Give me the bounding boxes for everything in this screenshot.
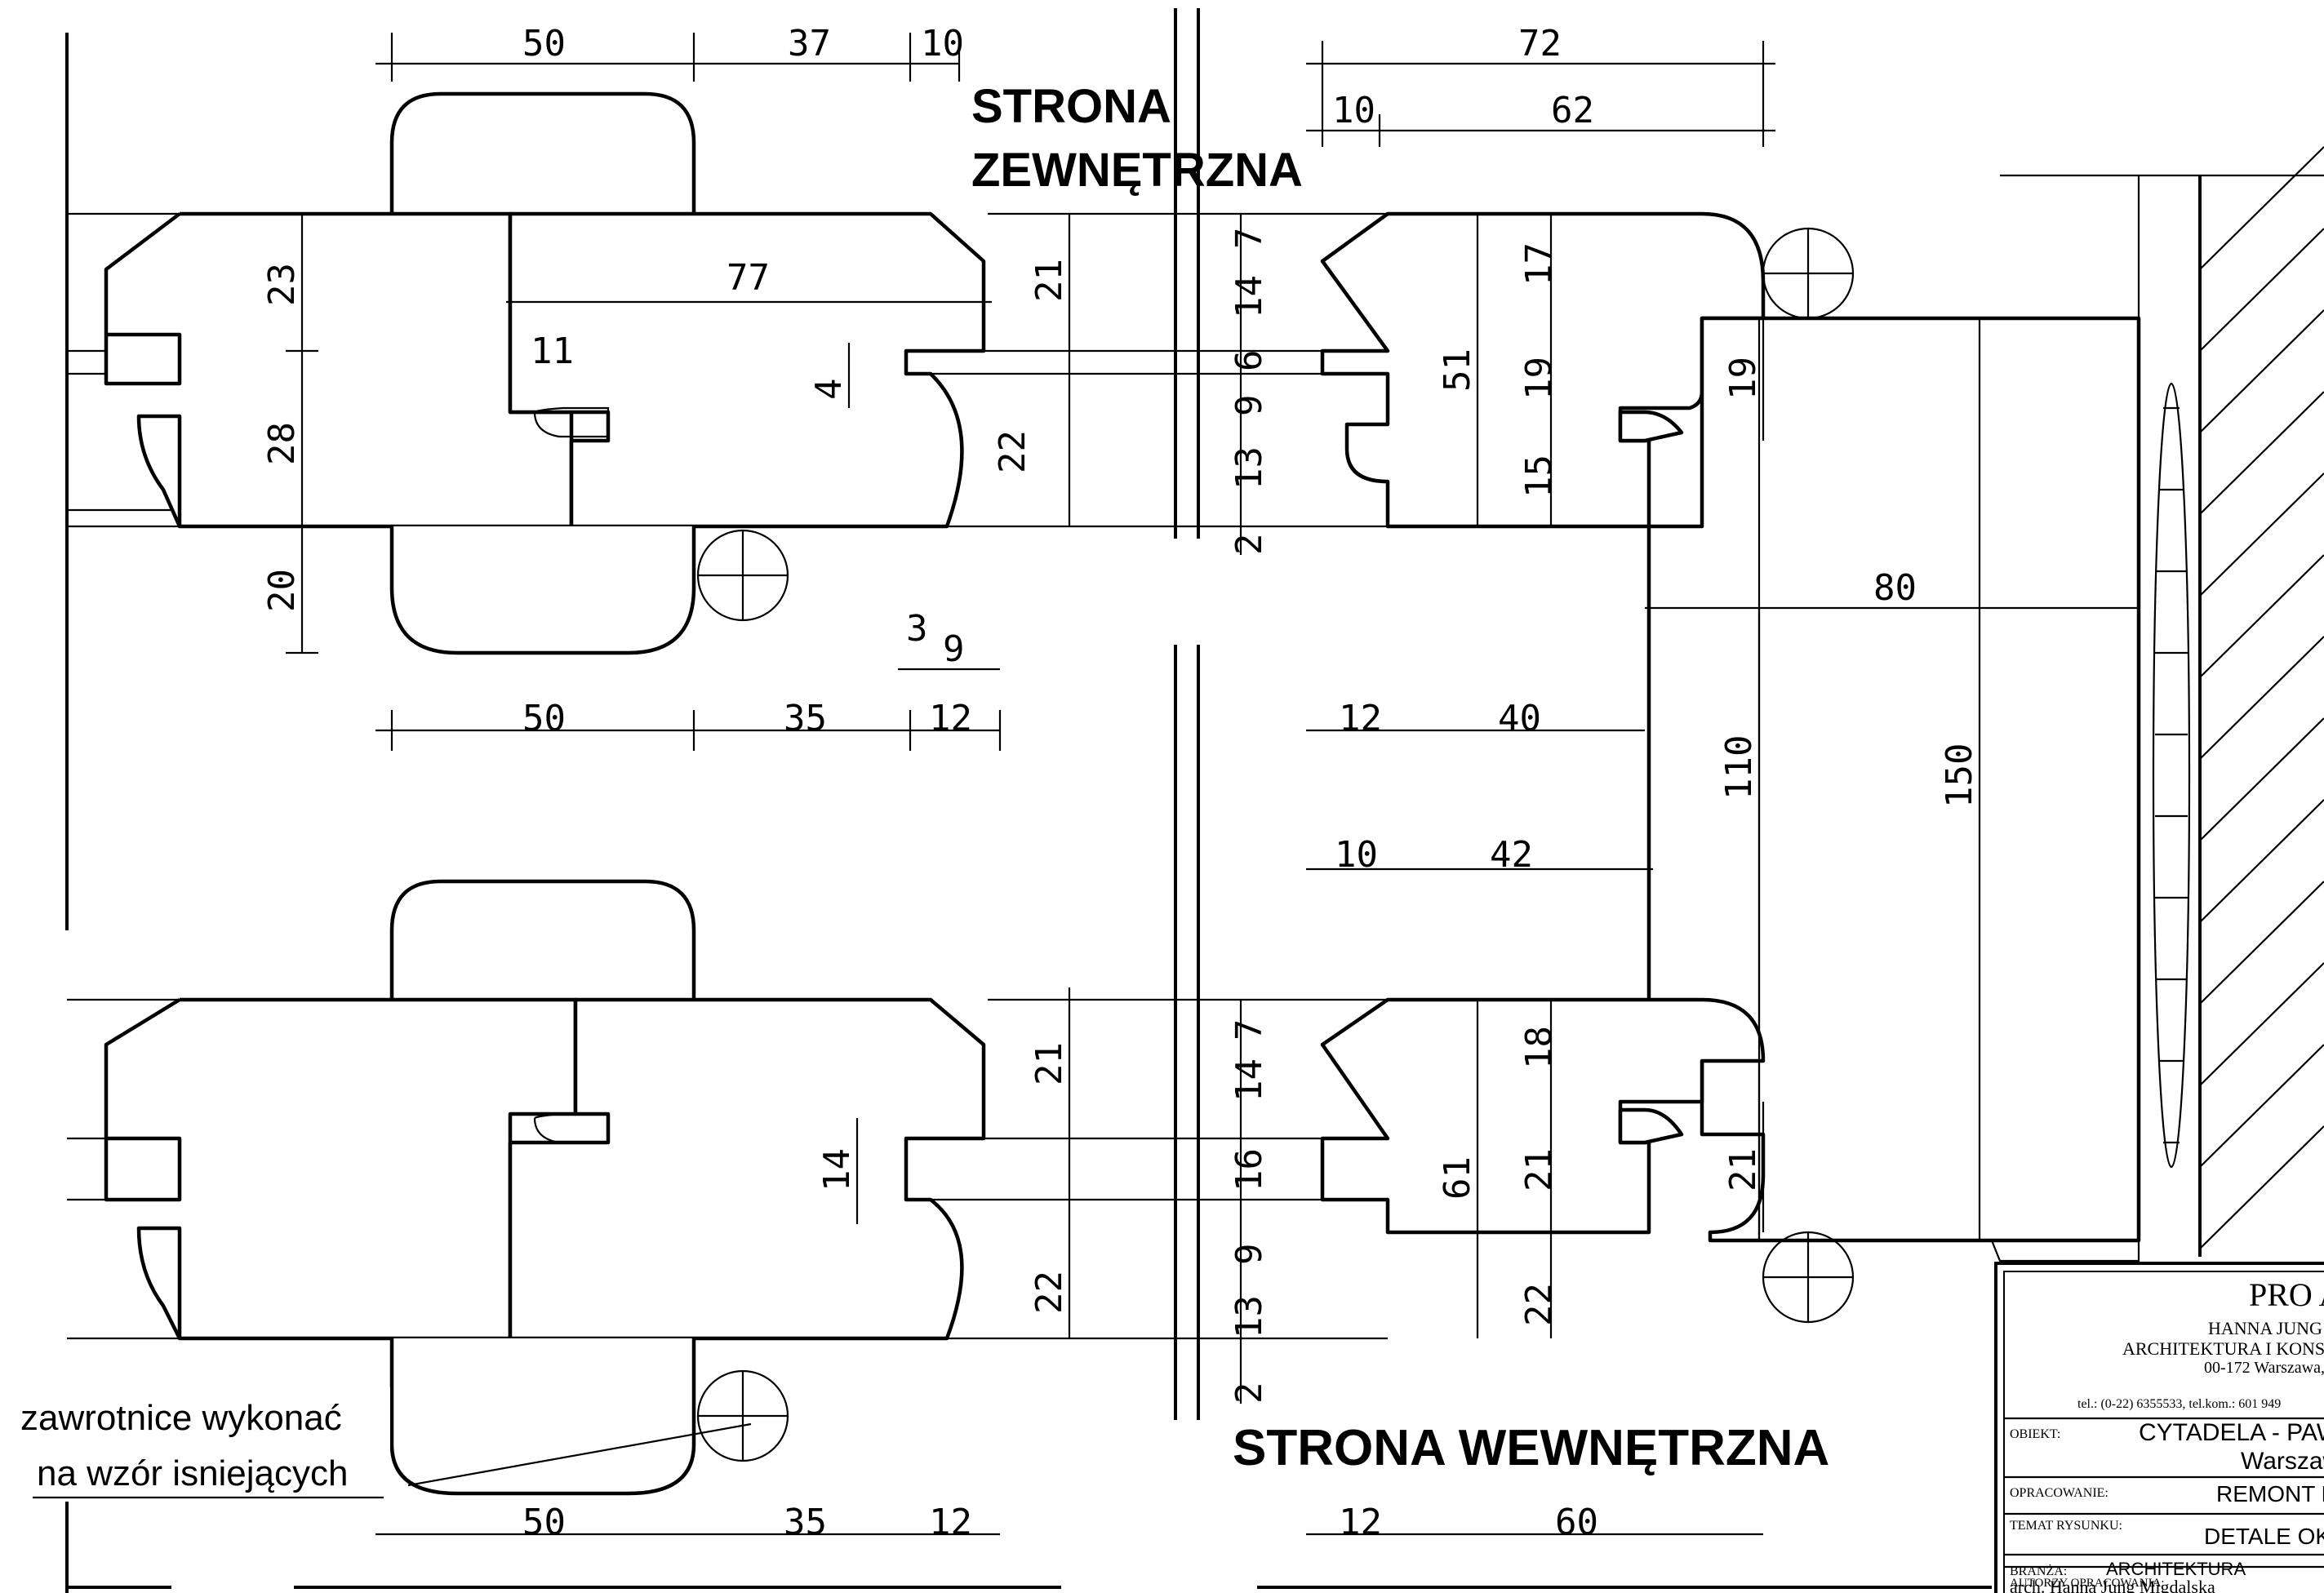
dim-12: 12 xyxy=(929,698,972,739)
dim-62: 62 xyxy=(1551,90,1594,131)
tb-autorzy-label: AUTORZY OPRACOWANIA: xyxy=(2010,1577,2165,1590)
dim-21: 21 xyxy=(1029,259,1070,302)
tb-firm-addr: 00-172 Warszawa, xyxy=(2204,1359,2324,1377)
dim-14b: 14 xyxy=(816,1148,858,1191)
dim-110: 110 xyxy=(1718,735,1760,800)
tb-firm: PRO A xyxy=(2249,1276,2324,1313)
dim-12r: 12 xyxy=(1339,698,1382,739)
dim-19: 19 xyxy=(1518,357,1560,400)
dim-50: 50 xyxy=(522,23,566,64)
dim-61: 61 xyxy=(1437,1156,1478,1200)
dim-14c: 14 xyxy=(1229,1058,1270,1102)
tb-firm-line2: ARCHITEKTURA I KONS xyxy=(2122,1338,2324,1359)
dim-50c: 50 xyxy=(522,1502,566,1543)
dim-10: 10 xyxy=(921,23,964,64)
label-inside: STRONA WEWNĘTRZNA xyxy=(1233,1420,1829,1476)
dim-28: 28 xyxy=(261,422,303,465)
label-outside-1: STRONA xyxy=(971,80,1171,133)
tb-opracowanie-label: OPRACOWANIE: xyxy=(2010,1486,2108,1500)
note-line-2: na wzór isniejących xyxy=(37,1453,349,1493)
label-outside-2: ZEWNĘTRZNA xyxy=(971,144,1303,197)
glazing-lines-top xyxy=(67,212,1388,528)
dim-22: 22 xyxy=(992,430,1033,473)
dim-14: 14 xyxy=(1229,275,1270,318)
dim-13: 13 xyxy=(1229,446,1270,490)
dim-9r: 9 xyxy=(1229,395,1270,417)
dim-4: 4 xyxy=(808,379,850,401)
dim-23: 23 xyxy=(261,263,303,306)
note-line-1: zawrotnice wykonać xyxy=(20,1398,342,1438)
dim-2: 2 xyxy=(1229,534,1270,556)
dim-51: 51 xyxy=(1437,348,1478,392)
tb-temat-label: TEMAT RYSUNKU: xyxy=(2010,1519,2122,1533)
tb-opracowanie-value: REMONT EL xyxy=(2216,1481,2324,1506)
dim-2b: 2 xyxy=(1229,1382,1270,1404)
dim-19r: 19 xyxy=(1722,357,1764,400)
wall-section xyxy=(1990,146,2324,1262)
dim-10b: 10 xyxy=(1335,834,1378,876)
tb-autorzy-value: arch. Hanna Jung Migdalska xyxy=(2010,1577,2215,1593)
dim-42: 42 xyxy=(1490,834,1533,876)
dim-9b: 9 xyxy=(1229,1244,1270,1266)
dim-35b: 35 xyxy=(784,1502,827,1543)
dim-20: 20 xyxy=(261,569,303,612)
dim-7b: 7 xyxy=(1229,1019,1270,1041)
dim-18: 18 xyxy=(1518,1026,1560,1069)
dim-3: 3 xyxy=(906,608,928,650)
bottom-right-profile xyxy=(1320,997,1766,1235)
dim-12b: 12 xyxy=(929,1502,972,1543)
tb-branza-label: BRANŻA: xyxy=(2010,1564,2067,1578)
tb-firm-line1: HANNA JUNG xyxy=(2208,1318,2322,1338)
dim-40: 40 xyxy=(1498,698,1541,739)
dim-150: 150 xyxy=(1939,743,1980,808)
dim-21d: 21 xyxy=(1722,1148,1764,1191)
bottom-left-profile xyxy=(104,879,986,1496)
tb-temat-value: DETALE OKN xyxy=(2204,1524,2324,1549)
title-block: PRO A HANNA JUNG ARCHITEKTURA I KONS 00-… xyxy=(1994,1262,2324,1593)
dim-21c: 21 xyxy=(1518,1148,1560,1191)
dim-17: 17 xyxy=(1518,242,1560,286)
dim-50b: 50 xyxy=(522,698,566,739)
dim-9: 9 xyxy=(943,628,965,670)
dim-7: 7 xyxy=(1229,228,1270,250)
dim-6: 6 xyxy=(1229,350,1270,372)
dim-60: 60 xyxy=(1555,1502,1598,1543)
dim-11: 11 xyxy=(531,331,574,372)
tb-firm-tel: tel.: (0-22) 6355533, tel.kom.: 601 949 xyxy=(2077,1397,2281,1411)
dimension-lines xyxy=(286,33,2139,1536)
dimension-texts: 50 37 10 77 11 4 23 28 20 21 22 3 9 50 3… xyxy=(261,23,1980,1543)
top-left-profile xyxy=(104,91,986,655)
dim-37: 37 xyxy=(788,23,831,64)
dim-80: 80 xyxy=(1873,567,1917,609)
dim-22c: 22 xyxy=(1518,1283,1560,1326)
dim-22b: 22 xyxy=(1029,1271,1070,1314)
dim-15: 15 xyxy=(1518,455,1560,498)
tb-branza-value: ARCHITEKTURA xyxy=(2106,1559,2246,1579)
dim-13b: 13 xyxy=(1229,1295,1270,1338)
dim-72: 72 xyxy=(1518,23,1562,64)
dim-21b: 21 xyxy=(1029,1042,1070,1085)
dim-35: 35 xyxy=(784,698,827,739)
dim-77: 77 xyxy=(727,257,770,299)
tb-obiekt-value: CYTADELA - PAWIL xyxy=(2139,1419,2324,1446)
tb-obiekt-city: Warszaw xyxy=(2241,1448,2324,1475)
tb-obiekt-label: OBIEKT: xyxy=(2010,1427,2060,1441)
dim-12c: 12 xyxy=(1339,1502,1382,1543)
dim-16: 16 xyxy=(1229,1148,1270,1191)
dim-10r: 10 xyxy=(1332,90,1375,131)
glazing-lines-bottom xyxy=(67,998,1388,1340)
